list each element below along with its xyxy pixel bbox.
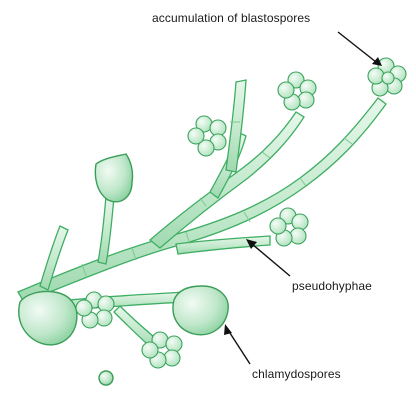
- hypha-left-stalk: [98, 196, 114, 264]
- label-pseudohyphae: pseudohyphae: [292, 279, 372, 293]
- leader-accumulation: [338, 32, 376, 62]
- label-chlamydospores-group: chlamydospores: [224, 324, 341, 381]
- label-pseudohyphae-group: pseudohyphae: [246, 239, 372, 293]
- blastospore-cluster-left: [188, 116, 226, 156]
- leader-chlamydospores: [228, 330, 250, 364]
- hypha-vertical-top: [226, 80, 246, 172]
- label-accumulation-group: accumulation of blastospores: [152, 11, 382, 66]
- label-chlamydospores: chlamydospores: [252, 367, 341, 381]
- chlamydospore-right: [173, 286, 228, 335]
- blastospore-cluster-top-mid: [278, 72, 316, 110]
- leader-pseudohyphae: [252, 244, 290, 276]
- blastospore-cluster-right-mid: [270, 208, 308, 246]
- blastospore-cluster-center: [76, 292, 114, 328]
- loose-spore: [99, 371, 113, 385]
- chlamydospore-top: [95, 154, 132, 202]
- label-accumulation-of-blastospores: accumulation of blastospores: [152, 11, 310, 25]
- chlamydospore-left: [19, 291, 77, 344]
